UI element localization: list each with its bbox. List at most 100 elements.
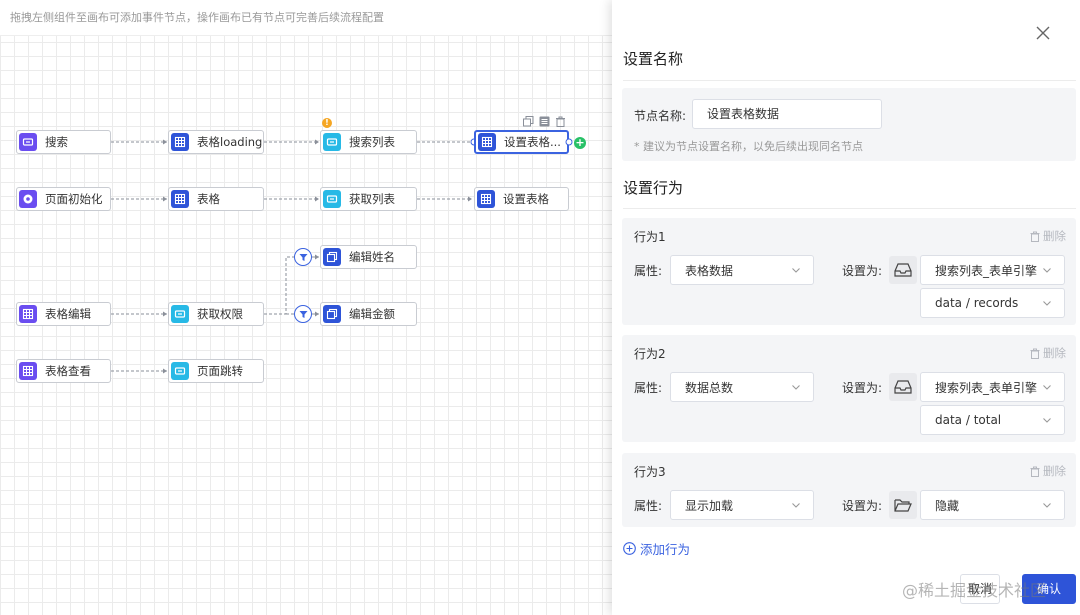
path-select[interactable]: data / records [920, 288, 1065, 318]
flow-node-search-list[interactable]: 搜索列表 [320, 130, 417, 154]
path-value: data / total [935, 413, 1002, 427]
node-label: 表格编辑 [45, 307, 91, 321]
inbox-icon[interactable] [889, 256, 917, 284]
trash-icon [1030, 348, 1040, 359]
edge-arrow [315, 196, 319, 202]
input-icon [171, 305, 189, 323]
source-select[interactable]: 搜索列表_表单引擎 [920, 372, 1065, 402]
input-icon [19, 133, 37, 151]
edge-arrow [163, 368, 167, 374]
divider [623, 208, 1076, 209]
confirm-button[interactable]: 确认 [1022, 574, 1076, 604]
attr-select[interactable]: 显示加载 [670, 490, 814, 520]
trash-icon [1030, 231, 1040, 242]
delete-row-button[interactable]: 删除 [1030, 463, 1066, 479]
flow-node-table-view[interactable]: 表格查看 [16, 359, 111, 383]
source-select[interactable]: 搜索列表_表单引擎 [920, 255, 1065, 285]
source-select[interactable]: 隐藏 [920, 490, 1065, 520]
row-title: 行为3 [634, 465, 666, 479]
table-icon [19, 362, 37, 380]
node-label: 编辑金额 [349, 307, 395, 321]
node-label: 编辑姓名 [349, 250, 395, 264]
input-icon [323, 190, 341, 208]
out-port[interactable] [565, 138, 573, 146]
attr-value: 显示加载 [685, 498, 734, 513]
add-row-button[interactable]: 添加行为 [623, 539, 690, 558]
add-node-icon[interactable]: + [574, 136, 586, 149]
edge-arrow [315, 139, 319, 145]
flow-node-edit-name[interactable]: 编辑姓名 [320, 245, 417, 269]
filter-node[interactable] [294, 248, 312, 266]
flow-node-get-permission[interactable]: 获取权限 [168, 302, 264, 326]
watermark: @稀土掘金技术社区 [902, 581, 1047, 600]
copy-icon [323, 248, 341, 266]
flow-node-set-table-selected[interactable]: 设置表格... [474, 130, 569, 154]
plus-circle-icon [623, 542, 636, 555]
close-icon[interactable] [1034, 24, 1052, 42]
flow-node-edit-amount[interactable]: 编辑金额 [320, 302, 417, 326]
trash-icon [1030, 466, 1040, 477]
edge-arrow [163, 196, 167, 202]
edge-arrow [468, 196, 472, 202]
node-label: 获取权限 [197, 307, 243, 321]
flow-node-get-list[interactable]: 获取列表 [320, 187, 417, 211]
attr-select[interactable]: 表格数据 [670, 255, 814, 285]
node-toolbar [523, 116, 566, 127]
delete-label: 删除 [1043, 464, 1066, 478]
chevron-down-icon [1043, 268, 1051, 273]
flow-node-table[interactable]: 表格 [168, 187, 264, 211]
filter-node[interactable] [294, 305, 312, 323]
flow-node-set-table[interactable]: 设置表格 [474, 187, 569, 211]
node-label: 表格loading [197, 135, 263, 149]
flow-node-table-edit[interactable]: 表格编辑 [16, 302, 111, 326]
attr-select[interactable]: 数据总数 [670, 372, 814, 402]
edge [264, 256, 294, 315]
node-label: 设置表格 [503, 192, 549, 206]
list-icon[interactable] [539, 116, 550, 127]
delete-row-button[interactable]: 删除 [1030, 228, 1066, 244]
flow-node-page-jump[interactable]: 页面跳转 [168, 359, 264, 383]
chevron-down-icon [1043, 418, 1051, 423]
page-icon [19, 190, 37, 208]
delete-label: 删除 [1043, 346, 1066, 360]
table-icon [478, 133, 496, 151]
attr-value: 表格数据 [685, 263, 734, 278]
edge-arrow [315, 311, 319, 317]
input-icon [323, 133, 341, 151]
attr-label: 属性: [634, 499, 663, 513]
delete-label: 删除 [1043, 229, 1066, 243]
node-label: 搜索 [45, 135, 68, 149]
folder-icon[interactable] [889, 491, 917, 519]
row-title: 行为1 [634, 230, 666, 244]
attr-label: 属性: [634, 264, 663, 278]
node-label: 表格 [197, 192, 220, 206]
trash-icon[interactable] [555, 116, 566, 127]
path-select[interactable]: data / total [920, 405, 1065, 435]
add-row-label: 添加行为 [640, 542, 691, 557]
name-section-title: 设置名称 [623, 50, 684, 68]
delete-row-button[interactable]: 删除 [1030, 345, 1066, 361]
chevron-down-icon [1043, 503, 1051, 508]
node-label: 获取列表 [349, 192, 395, 206]
chevron-down-icon [792, 385, 800, 390]
node-label: 设置表格... [504, 135, 561, 149]
edge-arrow [315, 254, 319, 260]
copy-icon[interactable] [523, 116, 534, 127]
node-name-label: 节点名称: [634, 109, 687, 123]
flow-node-search[interactable]: 搜索 [16, 130, 111, 154]
cancel-button[interactable]: 取消 [960, 574, 1000, 604]
node-name-input[interactable]: 设置表格数据 [692, 99, 882, 129]
behavior-row-2: 行为2 删除 属性: 数据总数 设置为: 搜索列表_表单引擎 data / to… [622, 335, 1076, 442]
inbox-icon[interactable] [889, 373, 917, 401]
chevron-down-icon [792, 503, 800, 508]
node-label: 页面跳转 [197, 364, 243, 378]
edge-arrow [163, 311, 167, 317]
flow-node-page-init[interactable]: 页面初始化 [16, 187, 111, 211]
set-label: 设置为: [842, 499, 883, 513]
canvas-hint: 拖拽左侧组件至画布可添加事件节点，操作画布已有节点可完善后续流程配置 [0, 0, 612, 36]
flow-canvas[interactable]: 拖拽左侧组件至画布可添加事件节点，操作画布已有节点可完善后续流程配置 搜索 表格… [0, 0, 612, 615]
set-label: 设置为: [842, 264, 883, 278]
source-value: 搜索列表_表单引擎 [935, 263, 1038, 278]
flow-node-table-loading[interactable]: 表格loading [168, 130, 264, 154]
attr-value: 数据总数 [685, 380, 734, 395]
